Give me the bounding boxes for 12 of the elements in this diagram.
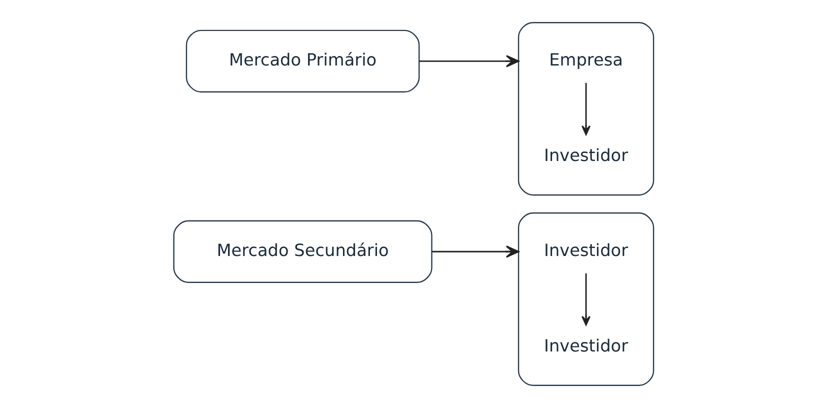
arrow — [582, 273, 591, 326]
cluster — [518, 212, 654, 386]
node-box: Mercado Primário — [186, 30, 420, 92]
cluster — [518, 22, 654, 196]
arrow — [582, 82, 591, 136]
node-text: Investidor — [544, 144, 628, 165]
node-box: Mercado Secundário — [173, 220, 432, 283]
arrow — [432, 245, 520, 258]
arrow — [419, 55, 520, 68]
node-text: Investidor — [544, 240, 628, 260]
node-text: Investidor — [544, 335, 628, 356]
node-text: Empresa — [549, 50, 623, 70]
